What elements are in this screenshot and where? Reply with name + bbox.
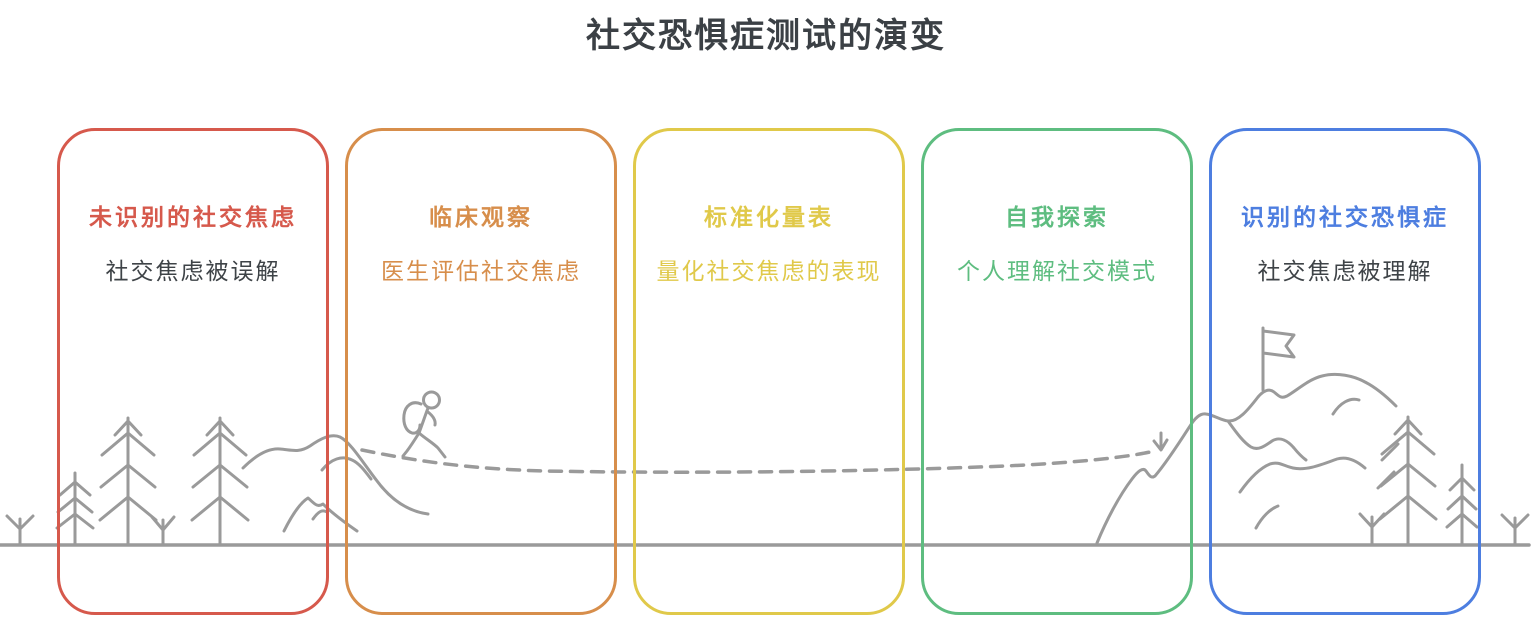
trail-arrow-icon bbox=[1152, 431, 1169, 452]
pine-tree-icon bbox=[190, 416, 250, 547]
card-subtitle: 量化社交焦虑的表现 bbox=[656, 257, 882, 284]
right-forest bbox=[1358, 415, 1530, 547]
card-title: 临床观察 bbox=[429, 204, 533, 230]
pine-tree-icon bbox=[1378, 415, 1438, 547]
card-title: 自我探索 bbox=[1005, 204, 1109, 230]
pine-tree-icon bbox=[55, 471, 95, 547]
dashed-trail bbox=[360, 431, 1169, 474]
card-title: 标准化量表 bbox=[704, 204, 834, 230]
trail-path bbox=[360, 448, 1152, 474]
stage-card-unrecognized-social-anxiety: 未识别的社交焦虑 社交焦虑被误解 bbox=[57, 128, 329, 615]
left-forest bbox=[5, 416, 250, 547]
page-title: 社交恐惧症测试的演变 bbox=[586, 17, 946, 55]
stage-card-clinical-observation: 临床观察 医生评估社交焦虑 bbox=[345, 128, 617, 615]
card-subtitle: 个人理解社交模式 bbox=[957, 257, 1157, 284]
card-title: 识别的社交恐惧症 bbox=[1241, 204, 1449, 230]
stage-cards: 未识别的社交焦虑 社交焦虑被误解 临床观察 医生评估社交焦虑 标准化量表 量化社… bbox=[57, 128, 1481, 615]
stage-card-standardized-scale: 标准化量表 量化社交焦虑的表现 bbox=[633, 128, 905, 615]
card-subtitle: 社交焦虑被误解 bbox=[105, 257, 281, 284]
sprout-icon bbox=[5, 514, 35, 547]
stage-card-recognized-social-phobia: 识别的社交恐惧症 社交焦虑被理解 bbox=[1209, 128, 1481, 615]
pine-tree-icon bbox=[1445, 463, 1479, 547]
card-title: 未识别的社交焦虑 bbox=[89, 204, 297, 230]
hiker-icon bbox=[401, 390, 447, 459]
sprout-icon bbox=[1500, 513, 1530, 547]
pine-tree-icon bbox=[98, 416, 158, 547]
sprout-icon bbox=[150, 515, 176, 547]
card-subtitle: 社交焦虑被理解 bbox=[1257, 257, 1433, 284]
summit-flag-icon bbox=[1261, 326, 1296, 392]
card-subtitle: 医生评估社交焦虑 bbox=[381, 257, 581, 284]
stage-card-self-exploration: 自我探索 个人理解社交模式 bbox=[921, 128, 1193, 615]
